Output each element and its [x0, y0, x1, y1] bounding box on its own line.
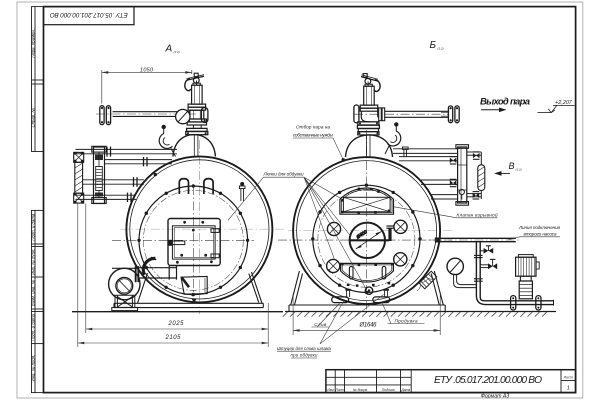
- svg-text:Линия подключения: Линия подключения: [518, 225, 561, 230]
- svg-text:при обдувки: при обдувки: [291, 353, 319, 358]
- svg-text:Дата: Дата: [400, 388, 410, 392]
- svg-text:Взам. инв. №: Взам. инв. №: [31, 279, 36, 306]
- svg-text:Б: Б: [430, 40, 437, 51]
- svg-text:2105: 2105: [165, 335, 182, 341]
- svg-text:(1:2): (1:2): [174, 50, 180, 54]
- svg-text:Перв. примен.: Перв. примен.: [31, 29, 36, 58]
- svg-text:2025: 2025: [168, 321, 185, 327]
- svg-text:А: А: [165, 44, 173, 55]
- svg-text:Лист: Лист: [563, 375, 573, 379]
- svg-text:Справ. №: Справ. №: [31, 108, 36, 128]
- svg-text:Изм: Изм: [327, 388, 334, 392]
- svg-text:1050: 1050: [140, 67, 154, 73]
- svg-text:(1:2): (1:2): [438, 47, 444, 51]
- svg-text:Продувка: Продувка: [395, 318, 418, 323]
- svg-text:Клапан взрывной: Клапан взрывной: [457, 211, 498, 217]
- svg-text:Штуцер для слива шлама: Штуцер для слива шлама: [277, 346, 332, 351]
- svg-text:+2,207: +2,207: [555, 100, 573, 106]
- svg-text:Подп. и дата: Подп. и дата: [31, 313, 36, 341]
- svg-text:Инв. № подл.: Инв. № подл.: [31, 355, 36, 382]
- svg-text:(1:2): (1:2): [516, 168, 522, 172]
- svg-text:Подп. и дата: Подп. и дата: [31, 213, 36, 241]
- svg-text:Инв. № дубл.: Инв. № дубл.: [31, 248, 36, 274]
- svg-text:№ докум.: № докум.: [353, 388, 368, 392]
- svg-text:Лист: Лист: [334, 388, 344, 392]
- svg-text:Слив: Слив: [314, 322, 327, 327]
- svg-text:Подпись: Подпись: [382, 388, 396, 392]
- svg-text:В: В: [509, 161, 515, 171]
- svg-text:второго насоса: второго насоса: [524, 231, 557, 236]
- svg-text:1: 1: [567, 386, 570, 392]
- svg-text:Ø1646: Ø1646: [359, 323, 378, 329]
- svg-text:Лючки для обдувки: Лючки для обдувки: [263, 172, 304, 177]
- svg-text:ЕТУ .05.017.201.00.000 ВО: ЕТУ .05.017.201.00.000 ВО: [50, 11, 128, 18]
- svg-text:собственные нужды: собственные нужды: [293, 133, 334, 138]
- svg-text:Выход пара: Выход пара: [480, 97, 530, 108]
- svg-text:Отбор пара на: Отбор пара на: [296, 124, 330, 129]
- svg-text:ЕТУ .05.017.201.00.000 ВО: ЕТУ .05.017.201.00.000 ВО: [434, 375, 542, 386]
- svg-text:Формат А3: Формат А3: [481, 393, 509, 399]
